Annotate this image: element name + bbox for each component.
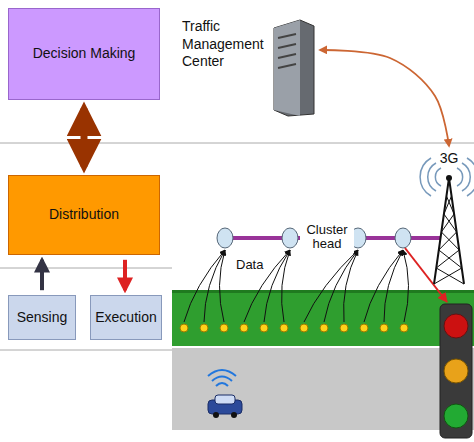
cluster-head-node — [282, 228, 298, 248]
connector-arrow — [81, 108, 88, 166]
cluster-head-node — [395, 228, 411, 248]
wave-arc — [208, 370, 236, 376]
server-case — [274, 20, 314, 116]
wave-arc — [420, 158, 431, 196]
data-arrow — [204, 250, 225, 322]
drive-slot — [278, 34, 296, 38]
data-arrows — [184, 250, 409, 322]
road-edge — [172, 430, 474, 432]
data-arrow — [282, 250, 290, 322]
node-text: Execution — [95, 309, 156, 327]
cluster-head-node — [217, 228, 233, 248]
server-front — [274, 20, 300, 116]
drive-slot — [278, 54, 296, 58]
data-arrow — [324, 250, 358, 322]
separator-line — [0, 143, 474, 144]
drive-slot — [278, 64, 296, 68]
server-icon — [270, 18, 316, 118]
road — [172, 346, 474, 432]
tower-brace — [439, 232, 459, 250]
data-arrow — [304, 250, 358, 322]
connector-arrow — [123, 260, 127, 290]
sensor-dot — [220, 324, 228, 332]
sensor-dot — [320, 324, 328, 332]
sensor-dot — [180, 324, 188, 332]
execution-box: Execution — [90, 295, 162, 340]
green-verge — [172, 290, 474, 346]
data-arrow — [184, 250, 225, 322]
red-lamp — [444, 314, 468, 338]
sensor-dot — [380, 324, 388, 332]
cluster-label: Cluster head — [300, 222, 354, 253]
data-arrow — [264, 250, 290, 322]
data-arrow — [344, 250, 358, 322]
separator-line — [0, 350, 172, 351]
data-arrow — [219, 250, 225, 322]
antenna-tip — [446, 175, 452, 181]
connector-arrow — [40, 260, 44, 290]
car-window — [215, 395, 235, 404]
node-text: Traffic Management Center — [182, 18, 272, 71]
distribution-box: Distribution — [8, 175, 160, 255]
car-wireless — [208, 370, 236, 386]
data-label: Data — [234, 257, 265, 273]
amber-lamp — [444, 359, 468, 383]
data-arrow — [384, 250, 403, 322]
connector-arrow — [320, 50, 449, 146]
tower-brace — [434, 268, 464, 284]
traffic-light-housing — [440, 304, 472, 438]
tower-brace — [441, 214, 456, 232]
sensor-dot — [280, 324, 288, 332]
sensor-dot — [300, 324, 308, 332]
drive-slot — [278, 44, 296, 48]
wave-arc — [462, 163, 470, 191]
sensor-dot — [360, 324, 368, 332]
car-wheel — [213, 412, 219, 418]
data-arrow — [364, 250, 403, 322]
wave-arc — [216, 383, 228, 386]
road-edge — [172, 346, 474, 348]
decision-box: Decision Making — [8, 8, 160, 100]
server-node: Traffic Management Center — [180, 14, 318, 120]
wave-arc — [428, 163, 436, 191]
node-text: Sensing — [17, 309, 68, 327]
node-text: Decision Making — [33, 45, 136, 63]
tower-node: 3G — [428, 148, 470, 288]
signal-link — [405, 248, 447, 302]
sensing-box: Sensing — [8, 295, 76, 340]
separator-line — [0, 268, 172, 269]
sensor-dot — [400, 324, 408, 332]
wave-arc — [435, 168, 441, 186]
sensor-dot — [340, 324, 348, 332]
node-text: 3G — [428, 150, 470, 168]
sensor-dot — [200, 324, 208, 332]
tower-brace — [444, 196, 454, 214]
wave-arc — [457, 168, 463, 186]
green-lamp — [444, 404, 468, 428]
sensor-dot — [260, 324, 268, 332]
tower-brace — [436, 250, 461, 268]
wave-arc — [212, 377, 232, 382]
tower-legs — [434, 178, 464, 284]
tower-icon — [428, 174, 470, 286]
sensor-dot — [240, 324, 248, 332]
node-text: Distribution — [49, 206, 119, 224]
data-arrow — [403, 250, 409, 322]
sensor-dots — [180, 324, 408, 332]
car — [208, 395, 242, 418]
wave-arc — [467, 158, 474, 196]
car-wheel — [231, 412, 237, 418]
